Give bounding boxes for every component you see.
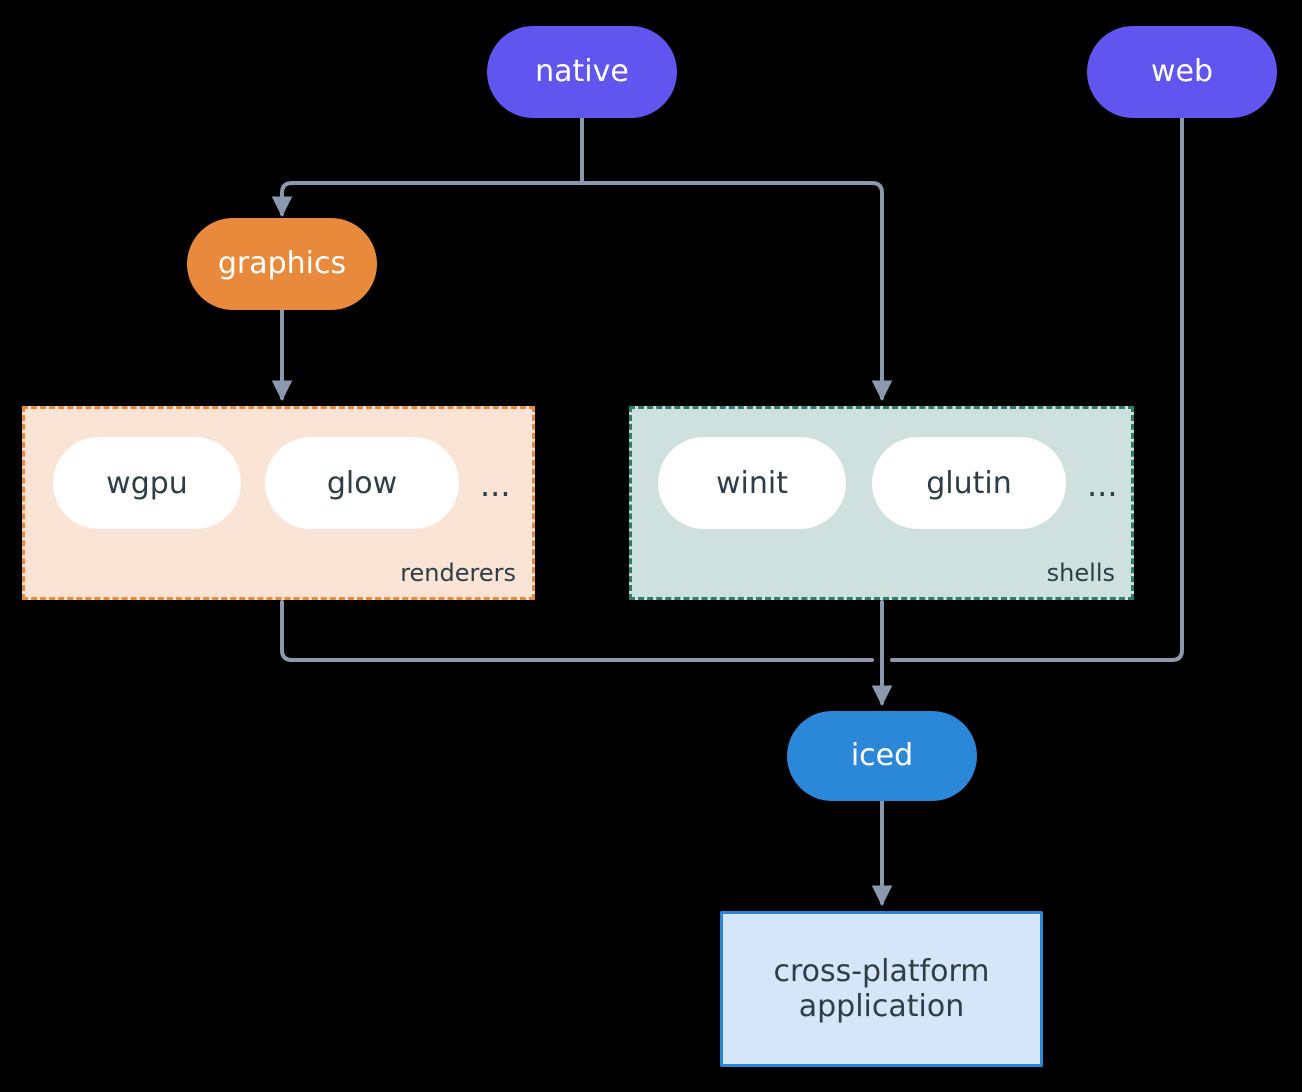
node-graphics[interactable]: graphics — [187, 218, 377, 310]
node-native[interactable]: native — [487, 26, 677, 118]
node-web[interactable]: web — [1087, 26, 1277, 118]
edge-native-shells — [580, 181, 893, 402]
chip-glutin-label: glutin — [926, 465, 1012, 501]
node-native-label: native — [535, 54, 629, 90]
chip-wgpu[interactable]: wgpu — [53, 437, 241, 529]
chip-glow[interactable]: glow — [265, 437, 459, 529]
chip-winit[interactable]: winit — [658, 437, 846, 529]
group-renderers-label: renderers — [400, 559, 516, 587]
node-cross-platform-application[interactable]: cross-platform application — [720, 911, 1043, 1067]
group-shells-label: shells — [1046, 559, 1115, 587]
node-iced[interactable]: iced — [787, 711, 977, 801]
chip-wgpu-label: wgpu — [106, 465, 188, 501]
edge-renderers-iced — [280, 600, 874, 662]
node-iced-label: iced — [850, 738, 914, 774]
chip-winit-label: winit — [716, 465, 788, 501]
node-graphics-label: graphics — [217, 246, 347, 282]
node-cross-platform-application-label: cross-platform application — [773, 953, 990, 1024]
group-renderers: wgpu glow ... renderers — [22, 406, 535, 600]
renderers-overflow-ellipsis: ... — [480, 466, 511, 504]
node-web-label: web — [1150, 54, 1214, 90]
edge-native-graphics — [271, 181, 584, 218]
chip-glutin[interactable]: glutin — [872, 437, 1066, 529]
group-shells: winit glutin ... shells — [629, 406, 1134, 600]
chip-glow-label: glow — [326, 465, 398, 501]
shells-overflow-ellipsis: ... — [1087, 466, 1118, 504]
